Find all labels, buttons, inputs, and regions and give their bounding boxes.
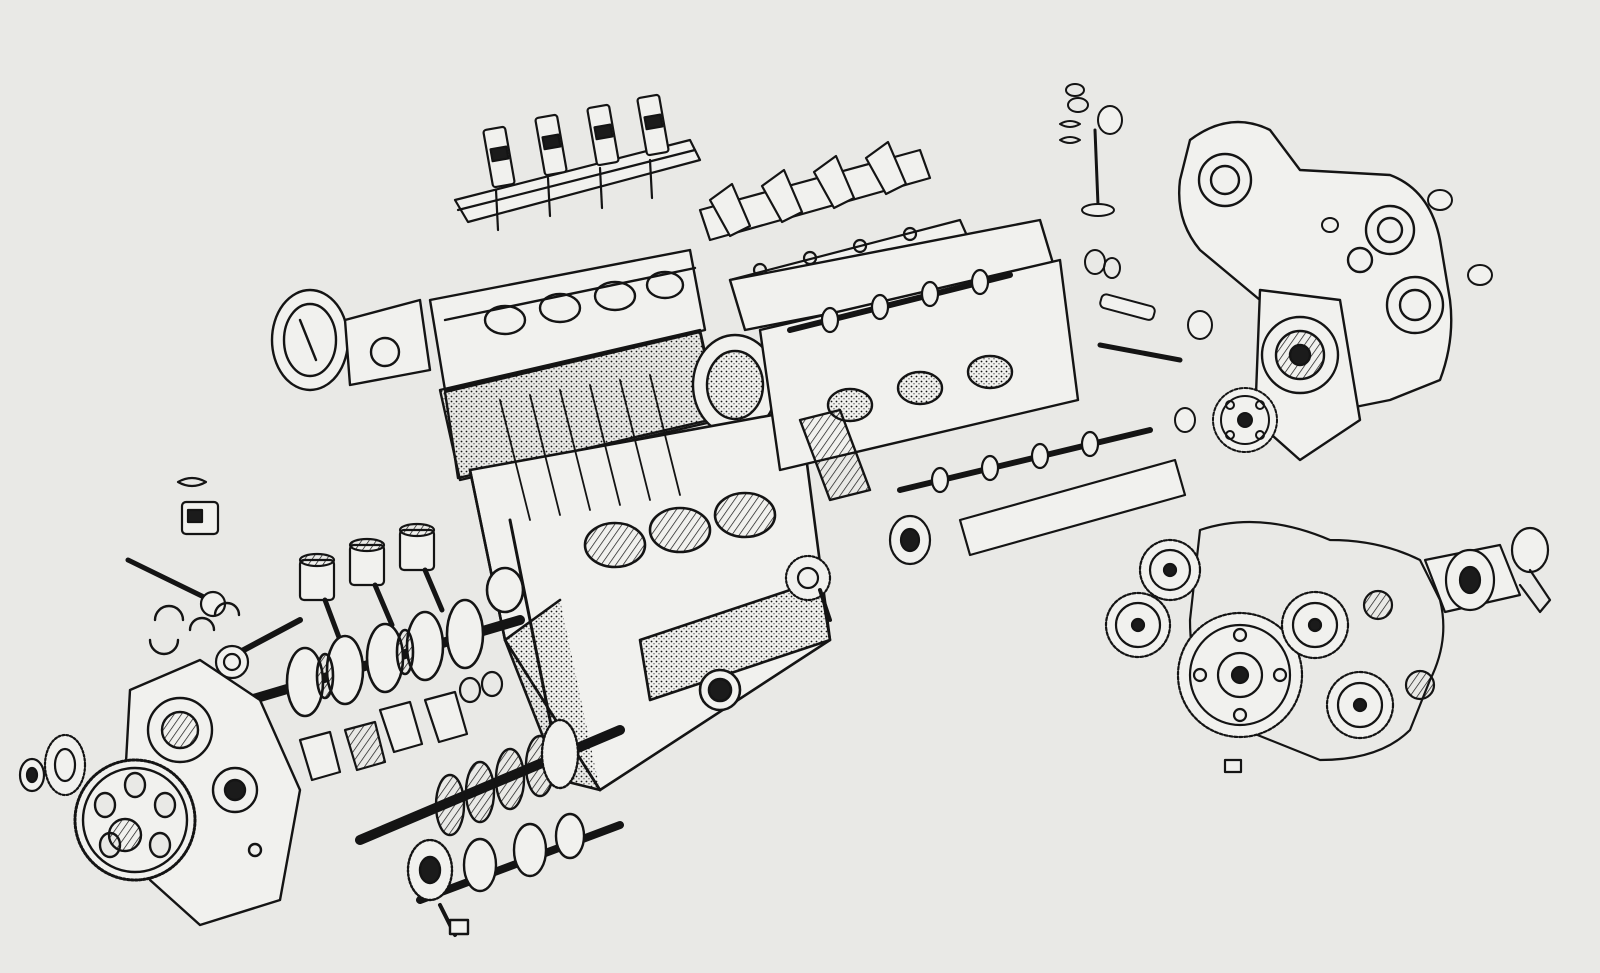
main-timing-gear [1176, 611, 1304, 739]
gearbox-mainshaft [355, 718, 625, 845]
flywheel-gear [73, 758, 197, 882]
gearbox-layshaft [406, 812, 624, 937]
cam-gear-right [1280, 590, 1350, 660]
cam-gear-lower [1325, 670, 1395, 740]
injection-rail-left [453, 93, 702, 232]
cylinder-head-right [728, 218, 1080, 502]
bearing-shells [148, 601, 241, 656]
crankshaft-pulley-cover [1253, 288, 1362, 462]
injector-3 [586, 103, 620, 210]
gear-hub-upper [1362, 589, 1436, 701]
timing-cover [1178, 120, 1453, 412]
piston-assembly [125, 476, 445, 680]
main-bearing-caps [298, 670, 504, 782]
idler-gear-left [1104, 591, 1172, 659]
valve-assembly [1059, 83, 1123, 217]
piston-2 [298, 552, 336, 602]
timing-gear-train [1104, 520, 1552, 774]
connecting-rod-2 [214, 617, 303, 680]
cover-nuts [1321, 189, 1493, 286]
drive-coupling [1423, 526, 1552, 614]
distributor-housing [270, 288, 432, 392]
oil-pump-gear [784, 554, 832, 622]
injector-4 [636, 93, 670, 200]
connecting-rod-1 [125, 557, 227, 618]
camshaft-lower [888, 427, 1187, 566]
pinion-gears [18, 733, 87, 797]
injector-2 [534, 113, 568, 218]
rocker-parts [1084, 249, 1213, 433]
piston-3 [348, 537, 386, 587]
crankshaft [245, 566, 525, 718]
idler-gear-upper [1138, 538, 1202, 602]
piston-1 [176, 476, 220, 536]
cylinder-bores [583, 491, 777, 569]
pushrods [499, 374, 681, 521]
timing-gear-small [1212, 387, 1278, 453]
injector-1 [482, 125, 516, 232]
cam-drive-cover [691, 333, 779, 437]
piston-4 [398, 522, 436, 572]
camshaft-upper [787, 268, 1013, 334]
